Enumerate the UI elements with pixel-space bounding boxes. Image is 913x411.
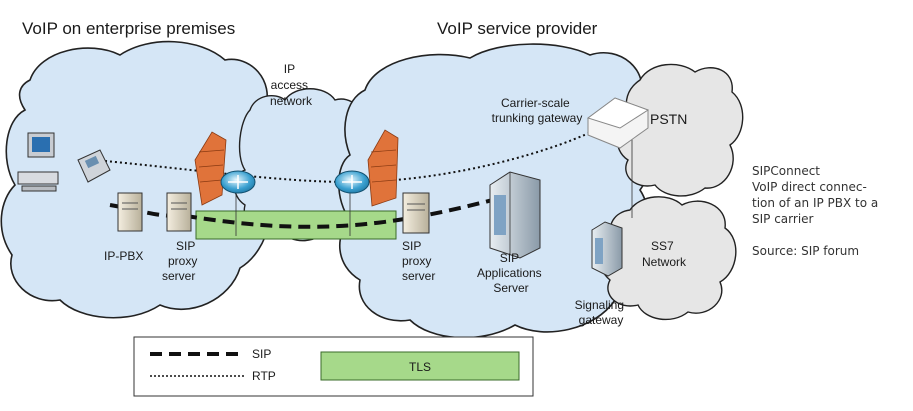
ip-phone-icon <box>77 149 111 183</box>
sip-proxy-server-right-icon <box>402 192 430 234</box>
enterprise-heading: VoIP on enterprise premises <box>22 19 235 38</box>
firewall-left <box>194 131 227 206</box>
legend: SIP RTP TLS <box>133 336 534 397</box>
legend-tls-label: TLS <box>409 360 431 374</box>
side-note-line: VoIP direct connec- <box>752 180 867 194</box>
signaling-gateway-icon <box>591 221 623 277</box>
ip-pbx-server-icon <box>117 192 143 232</box>
sip-applications-server-icon <box>489 171 541 259</box>
ip-access-network-label: IP access network <box>270 62 313 108</box>
pstn-label: PSTN <box>650 111 687 127</box>
side-note-line: SIP carrier <box>752 212 814 226</box>
side-note-source: Source: SIP forum <box>752 244 860 258</box>
trunking-gateway-icon <box>586 97 650 149</box>
ip-pbx-label: IP-PBX <box>104 249 143 263</box>
signaling-gateway-label: Signaling gateway <box>575 298 628 327</box>
firewall-right <box>367 129 399 207</box>
legend-sip-label: SIP <box>252 347 271 361</box>
ss7-network-label: SS7 Network <box>642 239 687 269</box>
provider-heading: VoIP service provider <box>437 19 598 38</box>
side-note-line: tion of an IP PBX to a <box>752 196 879 210</box>
workstation-icon <box>17 132 59 192</box>
side-note: SIPConnect VoIP direct connec- tion of a… <box>752 163 902 259</box>
sip-app-server-label: SIP Applications Server <box>477 251 545 295</box>
carrier-gateway-label: Carrier-scale trunking gateway <box>492 96 583 125</box>
legend-tls-box <box>320 351 520 381</box>
sip-path <box>109 196 501 229</box>
sip-proxy-left-label: SIP proxy server <box>162 239 201 283</box>
sip-proxy-server-left-icon <box>166 192 192 232</box>
router-left-icon <box>220 170 256 194</box>
enterprise-cloud <box>0 40 279 319</box>
router-right-icon <box>334 170 370 194</box>
sip-proxy-right-label: SIP proxy server <box>402 239 435 283</box>
side-note-line: SIPConnect <box>752 164 821 178</box>
legend-rtp-label: RTP <box>252 369 276 383</box>
